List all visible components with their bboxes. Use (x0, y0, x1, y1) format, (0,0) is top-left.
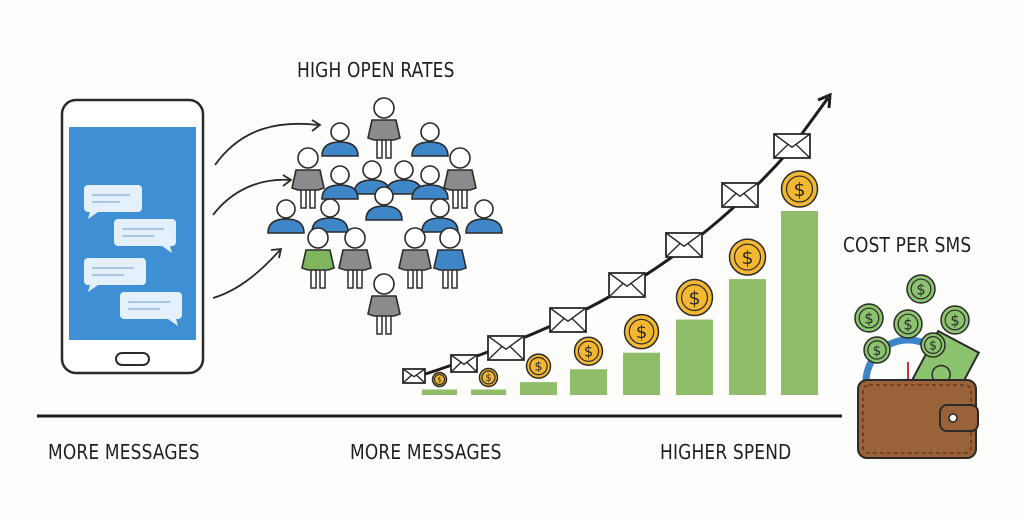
heading-cost-per-sms: COST PER SMS (843, 233, 972, 257)
dollar-coin-icon: $ (525, 353, 552, 379)
dollar-coin-icon: $ (431, 371, 448, 388)
chat-bubble-icon (114, 219, 176, 253)
envelope-icon (549, 307, 587, 333)
svg-text:$: $ (534, 359, 542, 374)
label-higher-spend: HIGHER SPEND (660, 440, 792, 464)
envelope-icon (450, 354, 478, 373)
envelope-icon (721, 182, 759, 208)
green-coin-icon: $ (854, 303, 884, 333)
person-figure-icon (443, 147, 477, 209)
svg-text:$: $ (903, 316, 912, 333)
heading-high-open-rates: HIGH OPEN RATES (297, 58, 455, 82)
person-bust-icon (321, 165, 359, 200)
svg-text:$: $ (636, 322, 647, 343)
svg-text:$: $ (793, 179, 805, 201)
svg-text:$: $ (873, 343, 882, 359)
dollar-coin-icon: $ (728, 238, 767, 276)
svg-text:$: $ (950, 312, 959, 329)
svg-text:$: $ (864, 310, 873, 327)
label-more-messages-left: MORE MESSAGES (48, 440, 200, 464)
envelope-icon (665, 232, 703, 258)
label-more-messages-middle: MORE MESSAGES (350, 440, 502, 464)
chat-bubble-icon (84, 258, 146, 292)
spend-bar (520, 382, 557, 395)
audience-group (267, 97, 503, 335)
arrow-head-icon (817, 92, 832, 109)
person-figure-icon (338, 227, 372, 289)
person-bust-icon (353, 160, 391, 195)
spend-bar (471, 389, 506, 395)
person-bust-icon (411, 165, 449, 200)
dollar-coin-icon: $ (780, 170, 819, 208)
dollar-coin-icon: $ (478, 367, 499, 388)
envelope-icon (773, 133, 811, 159)
green-coin-icon: $ (920, 332, 946, 358)
green-coin-icon: $ (863, 336, 891, 364)
person-bust-icon (465, 199, 503, 234)
person-bust-icon (321, 122, 359, 157)
person-bust-icon (311, 198, 349, 233)
dollar-coin-icon: $ (675, 278, 714, 317)
spend-bar (676, 319, 713, 395)
person-bust-icon (411, 122, 449, 157)
person-figure-icon (291, 147, 325, 209)
spend-bar (729, 279, 766, 395)
envelope-icon (402, 368, 426, 384)
spend-bar (422, 389, 457, 395)
person-bust-icon (267, 199, 305, 234)
person-figure-icon (367, 273, 401, 335)
svg-text:$: $ (485, 373, 491, 384)
green-coin-icon: $ (893, 309, 923, 339)
svg-text:$: $ (741, 247, 753, 269)
green-coin-icon: $ (906, 274, 936, 304)
envelope-icon (608, 272, 646, 298)
dollar-coin-icon: $ (573, 336, 604, 366)
arrow-icons (212, 119, 322, 299)
svg-text:$: $ (437, 375, 442, 384)
spend-bar (570, 369, 607, 395)
person-bust-icon (365, 186, 403, 221)
svg-text:$: $ (929, 338, 937, 353)
person-figure-icon (398, 227, 432, 289)
person-figure-icon (433, 227, 467, 289)
person-figure-icon (301, 227, 335, 289)
chat-bubble-icon (120, 292, 182, 326)
svg-text:$: $ (916, 281, 925, 298)
dollar-coin-icon: $ (623, 313, 660, 350)
envelope-icon (487, 335, 525, 361)
person-figure-icon (367, 97, 401, 159)
chat-bubbles (84, 185, 182, 326)
svg-text:$: $ (584, 344, 593, 361)
spend-bar (781, 211, 818, 395)
green-coin-icon: $ (940, 305, 970, 335)
spend-bar (623, 352, 660, 395)
wallet-icon (857, 379, 979, 459)
svg-text:$: $ (688, 287, 700, 309)
chat-bubble-icon (84, 185, 142, 219)
